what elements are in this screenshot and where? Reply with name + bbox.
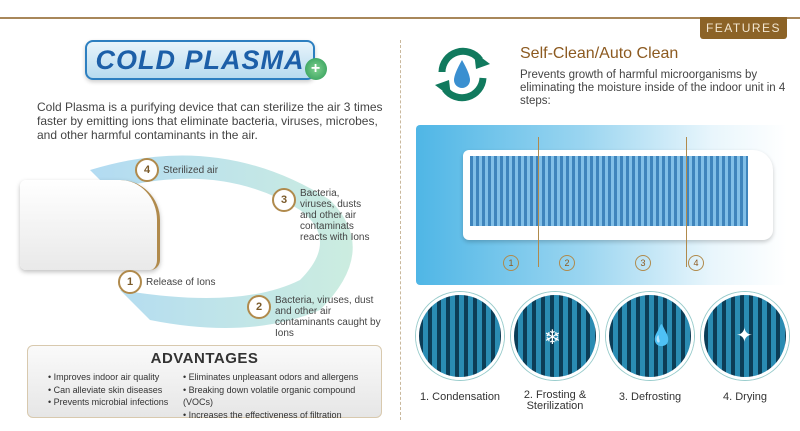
stage-marker-2: 2 (559, 255, 575, 271)
cold-plasma-logo: COLD PLASMA+ (85, 40, 327, 80)
step-1: 1 Release of Ions (118, 270, 226, 294)
advantages-box: ADVANTAGES Improves indoor air quality C… (27, 345, 382, 421)
stage-label-1: 1. Condensation (419, 391, 501, 403)
defrosting-image: 💧 (606, 292, 694, 380)
advantage-item: Prevents microbial infections (48, 396, 169, 409)
stage-label-4: 4. Drying (722, 391, 768, 403)
drying-image: ✦ (701, 292, 789, 380)
step-number: 3 (272, 188, 296, 212)
advantages-list-1: Improves indoor air quality Can alleviat… (48, 371, 169, 409)
step-text: Bacteria, viruses, dust and other air co… (275, 295, 381, 339)
step-number: 2 (247, 295, 271, 319)
advantages-list-2: Eliminates unpleasant odors and allergen… (183, 371, 381, 421)
feature-title: Self-Clean/Auto Clean (520, 45, 679, 62)
advantage-item: Improves indoor air quality (48, 371, 168, 384)
header-rule (0, 17, 800, 19)
advantage-item: Can alleviate skin diseases (48, 384, 168, 397)
air-conditioner-image (20, 180, 160, 270)
stage-marker-4: 4 (688, 255, 704, 271)
self-clean-illustration: 1 2 3 4 (416, 125, 787, 285)
stage-label-3: 3. Defrosting (618, 391, 682, 403)
stage-divider (538, 137, 539, 267)
frosting-image: ❄ (511, 292, 599, 380)
step-number: 4 (135, 158, 159, 182)
column-divider (400, 40, 401, 420)
droplet-icon: 💧 (649, 325, 674, 347)
step-number: 1 (118, 270, 142, 294)
step-4: 4 Sterilized air (135, 158, 218, 182)
stage-label-2: 2. Frosting & Sterilization (523, 389, 587, 412)
step-text: Release of Ions (146, 277, 216, 288)
stage-marker-1: 1 (503, 255, 519, 271)
sparkle-icon: ✦ (736, 325, 753, 347)
feature-description: Prevents growth of harmful microorganism… (520, 69, 786, 107)
stage-divider (686, 137, 687, 267)
step-text: Bacteria, viruses, dusts and other air c… (300, 188, 370, 243)
advantage-item: Eliminates unpleasant odors and allergen… (183, 371, 381, 384)
condensation-image (416, 292, 504, 380)
intro-text: Cold Plasma is a purifying device that c… (37, 100, 383, 142)
stage-marker-3: 3 (635, 255, 651, 271)
advantages-title: ADVANTAGES (150, 350, 259, 367)
snowflake-icon: ❄ (544, 327, 561, 349)
advantage-item: Increases the effectiveness of filtratio… (183, 409, 381, 422)
recycle-droplet-icon (435, 47, 490, 102)
plus-ion-icon: + (305, 58, 327, 80)
evaporator-coil (470, 156, 748, 226)
features-badge: FEATURES (700, 17, 787, 39)
advantage-item: Breaking down volatile organic compound … (183, 384, 381, 409)
logo-text: COLD PLASMA (95, 44, 305, 75)
step-text: Sterilized air (163, 165, 219, 176)
